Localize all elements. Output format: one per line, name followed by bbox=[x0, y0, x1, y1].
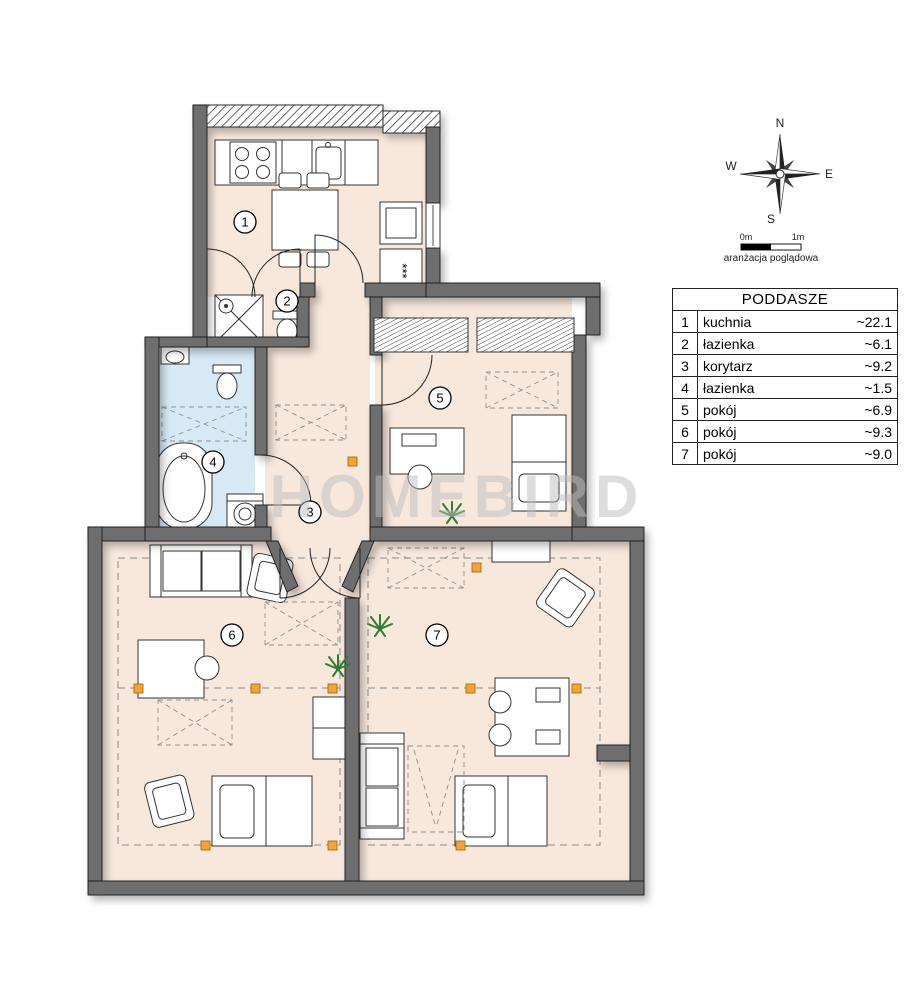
svg-text:2: 2 bbox=[283, 294, 290, 309]
stove bbox=[229, 141, 277, 184]
cabinet-room6 bbox=[312, 696, 348, 760]
legend-room-name: pokój bbox=[697, 442, 813, 465]
room-badge-7: 7 bbox=[425, 623, 449, 647]
fan-doors-corridor bbox=[279, 547, 361, 599]
compass-rose: N E S W bbox=[725, 116, 833, 226]
legend-room-area: ~6.1 bbox=[812, 332, 898, 355]
wardrobe-room5 bbox=[485, 371, 559, 409]
room-number-badges: 1 2 3 4 5 6 7 bbox=[201, 210, 452, 647]
skylight-right bbox=[476, 317, 575, 353]
svg-text:3: 3 bbox=[306, 505, 313, 520]
armchair-room7 bbox=[536, 568, 595, 628]
door-room5 bbox=[381, 354, 433, 406]
double-door-kitchen bbox=[206, 248, 301, 298]
desk-room7 bbox=[488, 677, 570, 757]
compass-north-label: N bbox=[776, 116, 785, 130]
legend-room-area: ~9.3 bbox=[812, 420, 898, 443]
legend-room-number: 5 bbox=[672, 398, 698, 421]
shower bbox=[214, 294, 264, 344]
legend-row-5: 5 pokój ~6.9 bbox=[672, 398, 898, 421]
sofa-room7 bbox=[359, 732, 405, 840]
room-badge-4: 4 bbox=[201, 450, 225, 474]
room-badge-5: 5 bbox=[428, 386, 452, 410]
sofa-room6 bbox=[149, 544, 253, 598]
legend-room-name: łazienka bbox=[697, 376, 813, 399]
legend-room-number: 4 bbox=[672, 376, 698, 399]
post-markers bbox=[133, 456, 582, 851]
legend-room-name: korytarz bbox=[697, 354, 813, 377]
legend-room-name: kuchnia bbox=[697, 310, 813, 333]
wardrobe-room6-a bbox=[264, 601, 339, 646]
wardrobe-room6-b bbox=[157, 699, 233, 746]
legend-room-area: ~22.1 bbox=[812, 310, 898, 333]
room-badge-6: 6 bbox=[220, 623, 244, 647]
dining-table bbox=[271, 172, 339, 268]
toilet-bath4 bbox=[212, 364, 242, 400]
scale-caption: aranżacja poglądowa bbox=[724, 253, 819, 264]
legend-row-4: 4 łazienka ~1.5 bbox=[672, 376, 898, 399]
walls bbox=[87, 104, 645, 896]
scale-zero-label: 0m bbox=[740, 232, 753, 242]
legend-row-6: 6 pokój ~9.3 bbox=[672, 420, 898, 443]
insulated-wall-top-left bbox=[192, 104, 384, 128]
legend-row-1: 1 kuchnia ~22.1 bbox=[672, 310, 898, 333]
wardrobe-room7-bottom bbox=[407, 745, 465, 833]
legend-room-number: 7 bbox=[672, 442, 698, 465]
legend-row-3: 3 korytarz ~9.2 bbox=[672, 354, 898, 377]
freezer-symbol: *** bbox=[395, 263, 410, 278]
fridge bbox=[379, 201, 423, 245]
legend-title-row: PODDASZE bbox=[672, 288, 898, 311]
room-badge-2: 2 bbox=[275, 289, 299, 313]
legend-title: PODDASZE bbox=[672, 288, 898, 311]
compass-east-label: E bbox=[825, 167, 833, 181]
desk-room5 bbox=[389, 427, 465, 490]
windows bbox=[373, 202, 575, 353]
legend-room-area: ~9.0 bbox=[812, 442, 898, 465]
svg-text:7: 7 bbox=[433, 628, 440, 643]
shelf-room7 bbox=[491, 539, 551, 563]
legend-row-2: 2 łazienka ~6.1 bbox=[672, 332, 898, 355]
scale-one-label: 1m bbox=[792, 232, 805, 242]
legend-room-number: 6 bbox=[672, 420, 698, 443]
low-ceiling-zone-bath4 bbox=[161, 406, 247, 442]
room-badge-3: 3 bbox=[298, 500, 322, 524]
furniture: *** bbox=[137, 139, 595, 847]
svg-text:5: 5 bbox=[436, 391, 443, 406]
bed-room7 bbox=[454, 775, 548, 847]
legend-room-number: 1 bbox=[672, 310, 698, 333]
wardrobe-room7-top bbox=[387, 547, 465, 589]
room-badge-1: 1 bbox=[233, 210, 257, 234]
legend-table: PODDASZE 1 kuchnia ~22.1 2 łazienka ~6.1… bbox=[672, 288, 898, 465]
legend-room-number: 3 bbox=[672, 354, 698, 377]
svg-text:6: 6 bbox=[228, 628, 235, 643]
legend-room-area: ~6.9 bbox=[812, 398, 898, 421]
desk-room6 bbox=[137, 639, 220, 699]
door-kitchen-corridor bbox=[314, 234, 364, 284]
washbasin bbox=[160, 346, 190, 365]
low-ceiling-zone-corridor bbox=[275, 404, 347, 441]
legend-room-name: pokój bbox=[697, 398, 813, 421]
legend-room-area: ~1.5 bbox=[812, 376, 898, 399]
legend-room-name: pokój bbox=[697, 420, 813, 443]
legend-room-number: 2 bbox=[672, 332, 698, 355]
bed-room6 bbox=[211, 775, 313, 847]
doors bbox=[206, 234, 433, 599]
skylight-left bbox=[373, 317, 469, 353]
compass-south-label: S bbox=[767, 212, 775, 226]
compass-west-label: W bbox=[725, 159, 737, 173]
svg-text:4: 4 bbox=[209, 455, 216, 470]
angled-jamb-right bbox=[341, 540, 375, 593]
legend-room-name: łazienka bbox=[697, 332, 813, 355]
armchair-room6-bottom bbox=[144, 774, 195, 828]
legend-row-7: 7 pokój ~9.0 bbox=[672, 442, 898, 465]
legend-room-area: ~9.2 bbox=[812, 354, 898, 377]
bed-room5 bbox=[511, 414, 567, 512]
scale-bar: 0m 1m aranżacja poglądowa bbox=[724, 232, 819, 264]
svg-text:1: 1 bbox=[241, 215, 248, 230]
watermark-text: HOMEBIRD bbox=[270, 463, 645, 530]
